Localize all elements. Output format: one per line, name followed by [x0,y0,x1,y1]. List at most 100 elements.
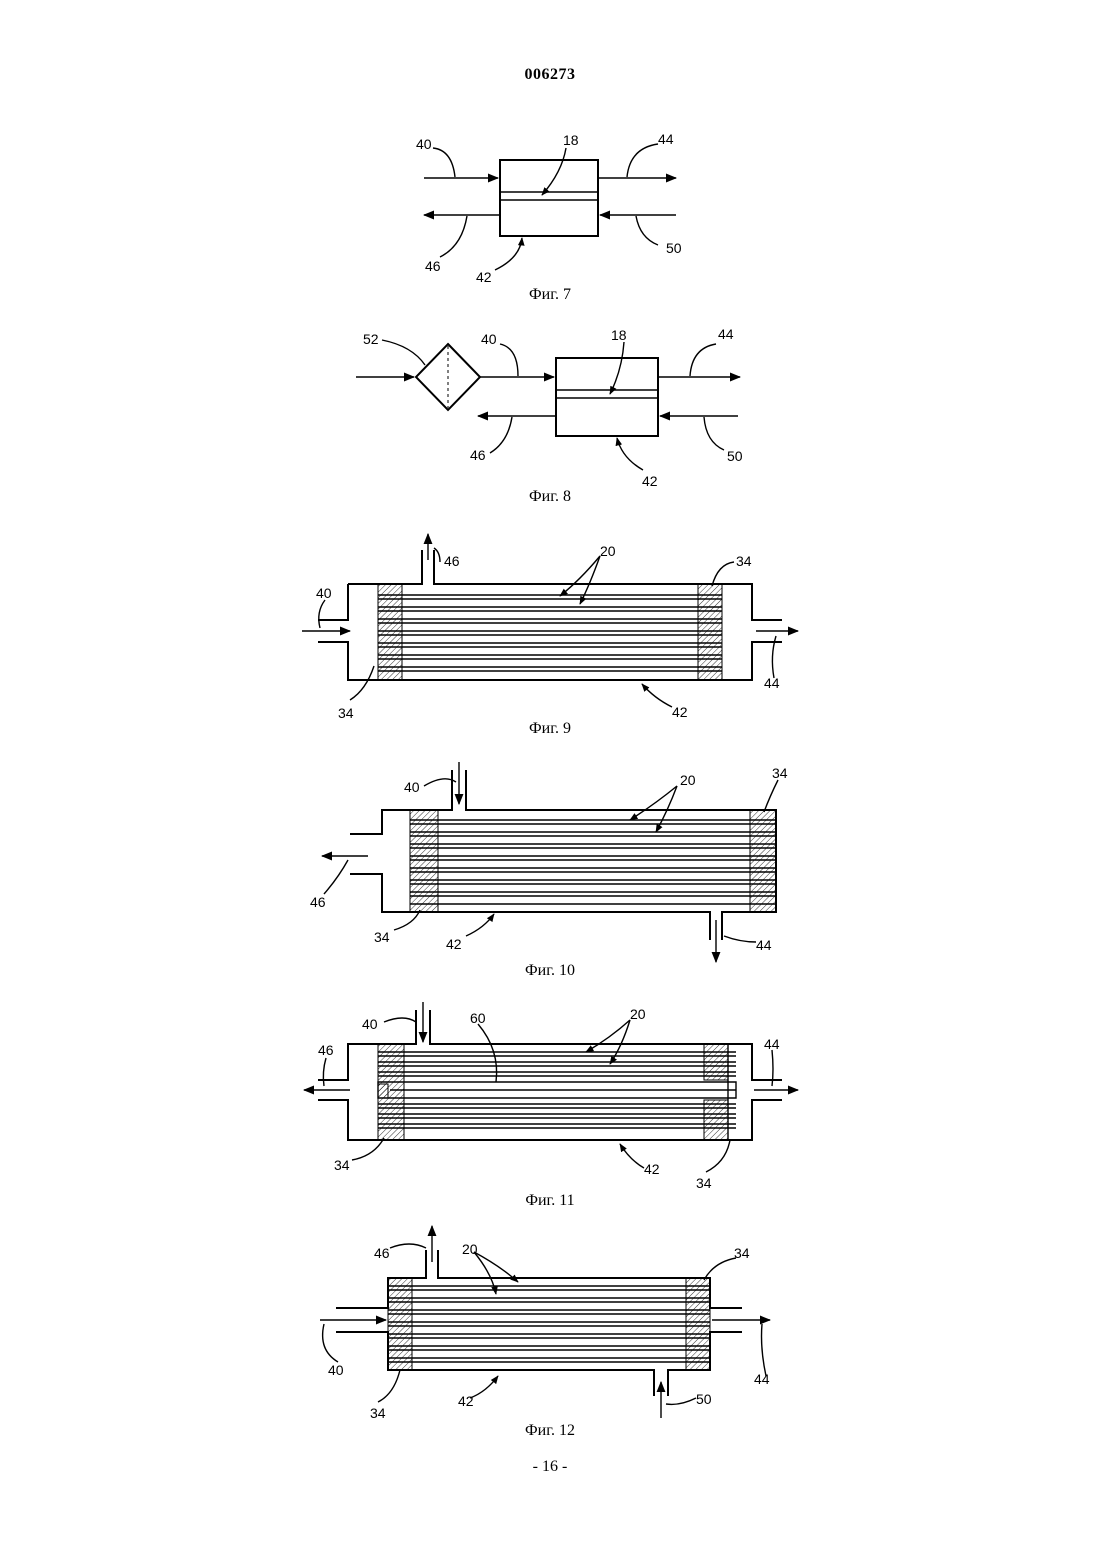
figure-caption: Фиг. 10 [0,962,1100,980]
label-44: 44 [764,675,780,691]
label-34: 34 [334,1157,350,1173]
leader-line [384,1018,416,1022]
leader-line [636,216,658,245]
leader-line [500,344,518,376]
leader-line [542,148,566,195]
leader-line [704,417,724,450]
figure-11: 40 60 20 46 44 34 42 34 Фиг. 11 [0,1000,1100,1215]
leader-line [319,600,325,628]
label-34: 34 [374,929,390,945]
label-44: 44 [754,1371,770,1387]
label-46: 46 [374,1245,390,1261]
leader-line [495,238,522,270]
leader-line [378,1370,400,1402]
figure-caption: Фиг. 8 [0,488,1100,506]
leader-line [620,1144,644,1168]
leader-line [712,562,734,586]
label-34: 34 [734,1245,750,1261]
label-34: 34 [370,1405,386,1421]
leader-line [617,438,643,470]
label-34: 34 [772,765,788,781]
leader-line [324,860,348,894]
label-34: 34 [696,1175,712,1191]
label-60: 60 [470,1010,486,1026]
label-34: 34 [736,553,752,569]
label-46: 46 [425,258,441,274]
figure-caption: Фиг. 9 [0,720,1100,738]
leader-line [560,556,600,596]
label-20: 20 [462,1241,478,1257]
leader-line [440,216,467,257]
leader-line [466,914,494,936]
tube-sheet [388,1278,412,1370]
page-footer: - 16 - [0,1458,1100,1476]
leader-line [724,936,756,942]
figure-10-diagram: 40 20 34 46 34 42 44 [0,760,1100,960]
label-50: 50 [727,448,743,464]
membrane-module [500,160,598,236]
figure-10: 40 20 34 46 34 42 44 Фиг. 10 [0,760,1100,985]
label-44: 44 [764,1036,780,1052]
figure-12: 46 20 34 40 44 34 42 50 Фиг. 12 [0,1222,1100,1447]
tube-sheet [704,1100,728,1140]
leader-line [666,1398,696,1404]
label-40: 40 [481,331,497,347]
label-20: 20 [680,772,696,788]
figure-12-diagram: 46 20 34 40 44 34 42 50 [0,1222,1100,1422]
membrane-module [556,358,658,436]
leader-line [610,342,624,394]
label-18: 18 [611,327,627,343]
fiber-bundle [410,820,776,904]
label-40: 40 [404,779,420,795]
label-40: 40 [362,1016,378,1032]
label-44: 44 [756,937,772,953]
label-40: 40 [416,136,432,152]
label-46: 46 [444,553,460,569]
leader-line [704,1258,736,1280]
label-42: 42 [672,704,688,720]
leader-line [580,556,600,604]
label-20: 20 [630,1006,646,1022]
label-44: 44 [718,326,734,342]
leader-line [490,417,512,453]
figure-8-diagram: 52 40 18 44 46 42 50 [0,320,1100,495]
leader-line [764,780,778,812]
figure-caption: Фиг. 7 [0,286,1100,304]
label-42: 42 [446,936,462,952]
leader-line [470,1376,498,1398]
leader-line [433,148,455,177]
leader-line [350,666,374,700]
leader-line [382,340,425,365]
tube-sheet [698,584,722,680]
tube-sheet [410,810,438,912]
label-46: 46 [310,894,326,910]
label-52: 52 [363,331,379,347]
tube-sheet [704,1044,728,1080]
fiber-bundle [378,595,722,671]
figure-7: 40 18 44 46 42 50 Фиг. 7 [0,120,1100,310]
leader-line [690,344,716,376]
label-42: 42 [644,1161,660,1177]
label-50: 50 [666,240,682,256]
label-46: 46 [470,447,486,463]
label-18: 18 [563,132,579,148]
label-50: 50 [696,1391,712,1407]
fiber-bundle [388,1286,710,1362]
leader-line [627,144,658,177]
tube-sheet [686,1278,710,1370]
figure-caption: Фиг. 11 [0,1192,1100,1210]
label-44: 44 [658,131,674,147]
leader-line [323,1058,326,1086]
leader-line [390,1244,426,1248]
figure-11-diagram: 40 60 20 46 44 34 42 34 [0,1000,1100,1192]
leader-line [762,1324,767,1376]
baffle-seal [378,1084,388,1098]
leader-line [478,1024,497,1082]
leader-line [352,1138,384,1160]
figure-caption: Фиг. 12 [0,1422,1100,1440]
figure-9: 46 20 34 40 44 34 42 Фиг. 9 [0,540,1100,745]
tube-sheet [750,810,776,912]
leader-line [610,1020,630,1064]
label-20: 20 [600,543,616,559]
figure-7-diagram: 40 18 44 46 42 50 [0,120,1100,290]
